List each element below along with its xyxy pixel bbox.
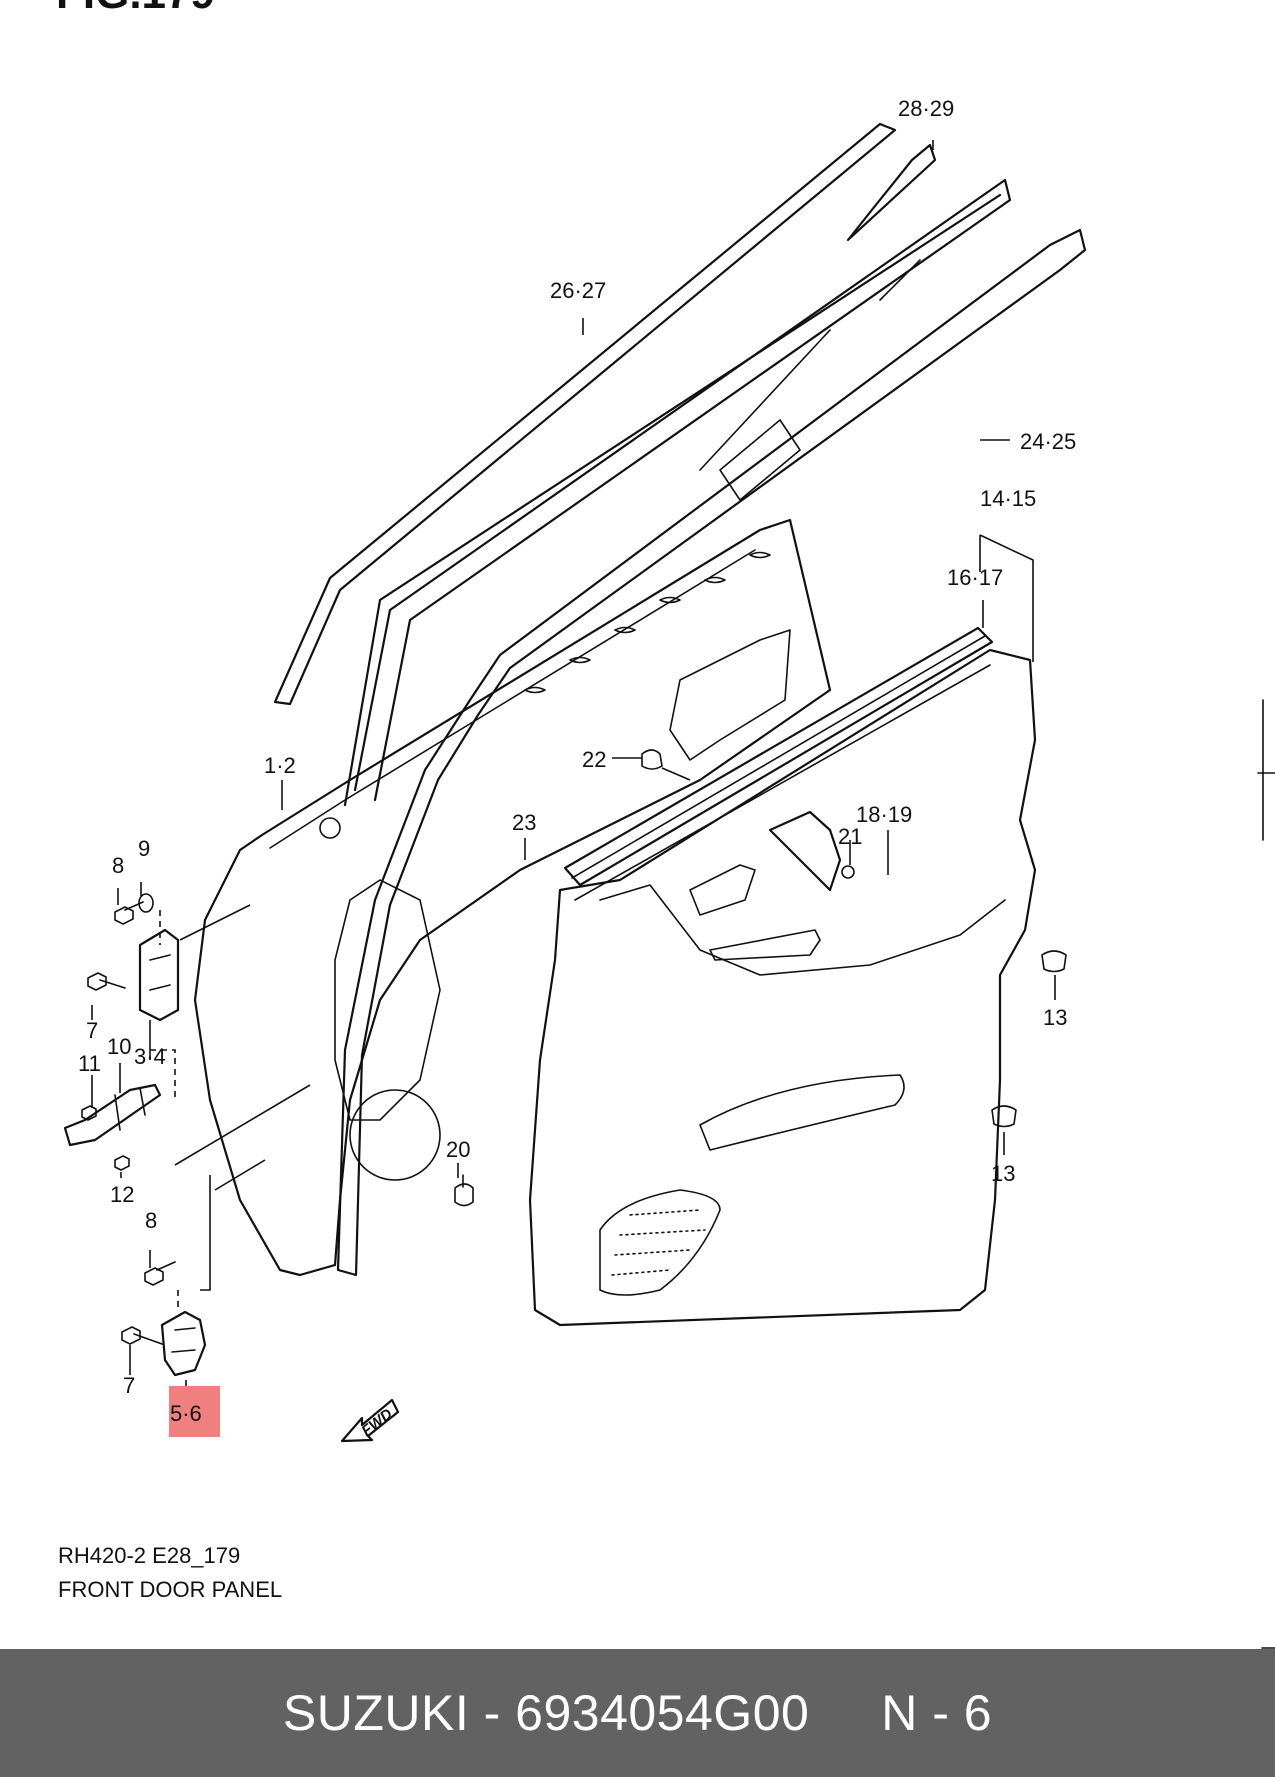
bolt-7-lower xyxy=(121,1326,163,1345)
washer-9 xyxy=(138,893,154,913)
label-13-lower: 13 xyxy=(991,1161,1015,1186)
label-5-6[interactable]: 5·6 xyxy=(170,1401,202,1426)
footer-bar: SUZUKI - 6934054G00 N - 6 xyxy=(0,1649,1275,1777)
label-26-27: 26·27 xyxy=(550,278,606,303)
label-12: 12 xyxy=(110,1182,134,1207)
footer-part-number: SUZUKI - 6934054G00 N - 6 xyxy=(282,1685,993,1741)
bolt-11 xyxy=(81,1105,97,1121)
label-11: 11 xyxy=(78,1051,101,1076)
edge-mark-upper xyxy=(1257,699,1275,841)
beltline-weatherstrip xyxy=(563,626,994,887)
parts-diagram: FIG.179 xyxy=(56,0,1275,1649)
label-21: 21 xyxy=(838,824,862,849)
fwd-arrow-icon: FWD xyxy=(340,1398,400,1443)
bolt-8-upper xyxy=(114,901,144,925)
outer-window-moulding xyxy=(273,122,937,706)
leader-lines xyxy=(91,140,1056,1390)
label-23: 23 xyxy=(512,810,536,835)
inside-handle xyxy=(768,810,855,892)
figure-name: FRONT DOOR PANEL xyxy=(58,1577,282,1602)
bumper-13-upper xyxy=(1041,950,1067,973)
label-7-lower: 7 xyxy=(123,1373,135,1398)
label-13-upper: 13 xyxy=(1043,1005,1067,1030)
label-9: 9 xyxy=(138,836,150,861)
label-8-lower: 8 xyxy=(145,1208,157,1233)
lower-hinge xyxy=(160,1310,207,1377)
label-7-upper: 7 xyxy=(86,1018,98,1043)
label-20: 20 xyxy=(446,1137,470,1162)
clip-20 xyxy=(454,1174,474,1207)
clip-22 xyxy=(641,749,663,770)
highlight-box xyxy=(169,1386,220,1437)
label-8-upper: 8 xyxy=(112,853,124,878)
label-24-25: 24·25 xyxy=(1020,429,1076,454)
label-3-4: 3·4 xyxy=(134,1044,166,1069)
label-18-19: 18·19 xyxy=(856,802,912,827)
upper-hinge xyxy=(138,928,180,1022)
figure-title: FIG.179 xyxy=(56,0,215,18)
figure-code: RH420-2 E28_179 xyxy=(58,1543,240,1568)
bolt-12 xyxy=(114,1155,130,1171)
bumper-13-lower xyxy=(991,1105,1017,1128)
door-frame xyxy=(193,178,1012,1277)
part-labels: 28·29 26·27 24·25 14·15 16·17 1·2 22 23 … xyxy=(78,96,1076,1398)
door-check xyxy=(63,1083,162,1147)
label-1-2: 1·2 xyxy=(264,753,296,778)
label-10: 10 xyxy=(107,1034,131,1059)
door-trim-panel xyxy=(528,648,1037,1327)
label-28-29: 28·29 xyxy=(898,96,954,121)
label-14-15: 14·15 xyxy=(980,486,1036,511)
label-22: 22 xyxy=(582,747,606,772)
door-weatherstrip xyxy=(336,228,1087,1277)
bolt-7-upper xyxy=(87,972,126,991)
bolt-8-lower xyxy=(144,1261,176,1286)
label-16-17: 16·17 xyxy=(947,565,1003,590)
